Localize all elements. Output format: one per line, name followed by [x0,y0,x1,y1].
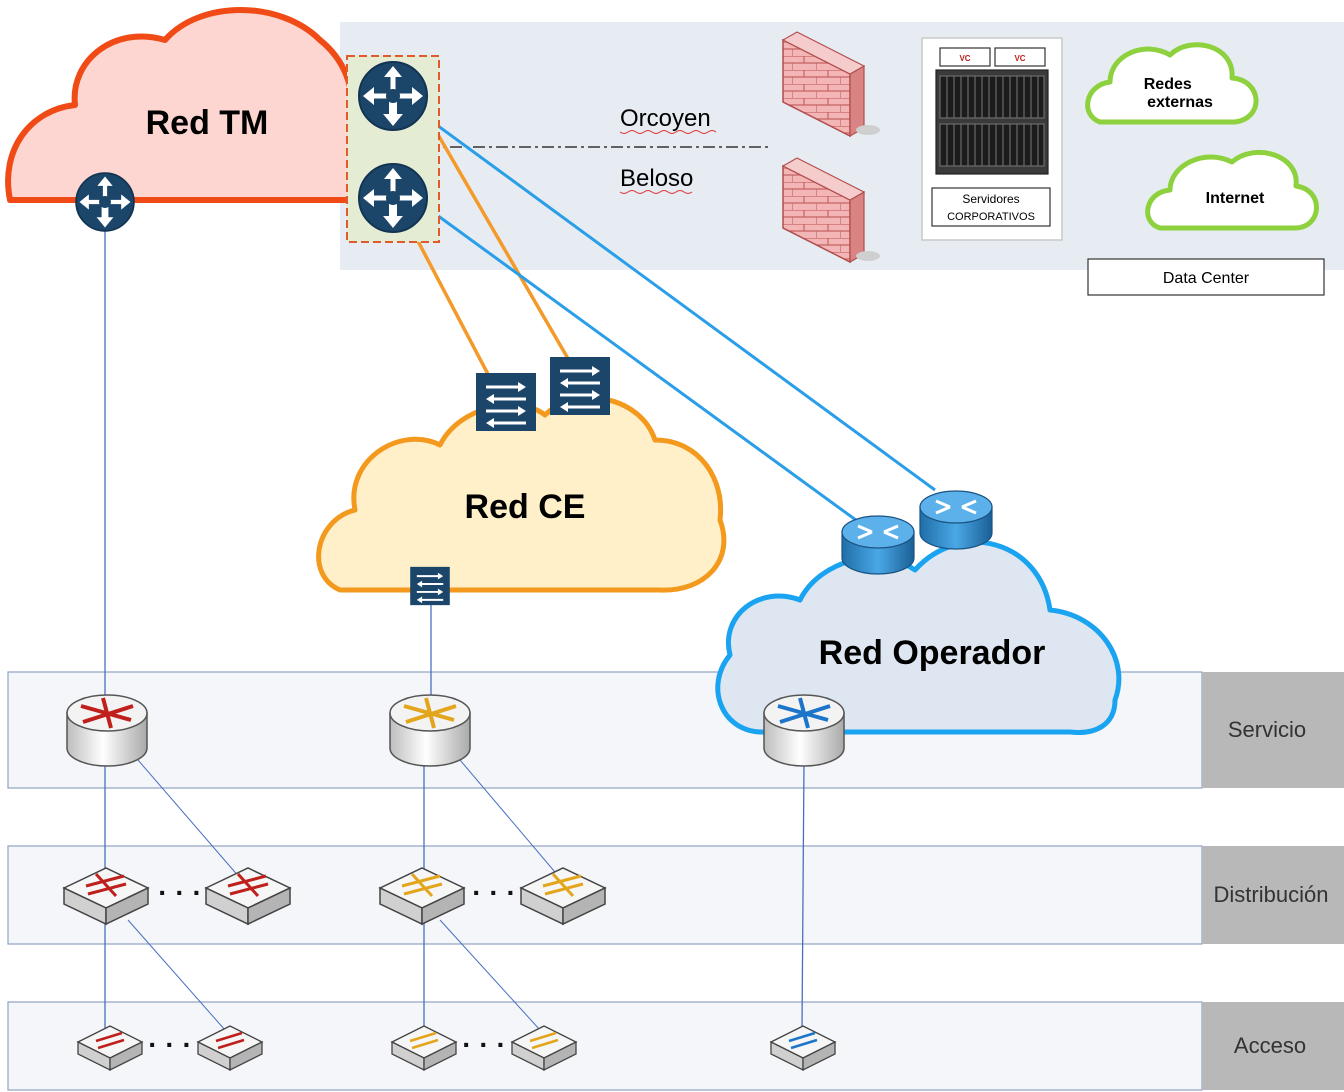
layer-label-servicio: Servicio [1228,717,1306,742]
cloud-red-tm [5,7,355,203]
access-switch-blue-icon[interactable] [770,1025,836,1071]
servers-label-line1: Servidores [962,192,1019,206]
link-yellow-d1 [459,759,561,879]
site-orcoyen: Orcoyen [620,105,711,132]
service-router-blue-icon[interactable] [763,694,845,767]
access-ellipsis-yellow: · · · [462,1029,506,1060]
cloud-label-redes-externas: Redes externas [1144,76,1213,111]
layer-label-distribucion: Distribución [1214,882,1329,907]
tm-edge-router-icon[interactable] [76,173,134,231]
beloso-underline [619,190,693,194]
service-router-yellow-icon[interactable] [389,694,471,767]
site-beloso: Beloso [620,165,693,192]
firewall-bottom [781,157,880,264]
operador-router-2-icon[interactable] [918,489,994,551]
firewall-top [781,31,880,138]
access-switch-yellow-2-icon[interactable] [511,1025,577,1071]
cloud-label-red-ce: Red CE [465,488,586,526]
dist-ellipsis-yellow: · · · [472,877,516,908]
data-center-label: Data Center [1163,270,1250,287]
dist-switch-yellow-2-icon[interactable] [520,867,606,925]
access-ellipsis-red: · · · [148,1029,192,1060]
data-center-label-box [1087,258,1325,296]
ce-edge-switch-icon[interactable] [409,565,451,607]
link-blue-1 [429,118,936,492]
link-blue-2 [429,208,861,525]
vc-label-1: VC [959,54,970,63]
layer-label-acceso: Acceso [1234,1033,1306,1058]
operador-router-1-icon[interactable] [840,514,916,576]
cloud-label-red-tm: Red TM [146,104,269,142]
cloud-red-operador [715,539,1122,736]
dist-switch-red-1-icon[interactable] [63,867,149,925]
vc-label-2: VC [1014,54,1025,63]
dist-switch-red-2-icon[interactable] [205,867,291,925]
dist-ellipsis-red: · · · [158,877,202,908]
link-operador-access [801,759,805,1031]
link-orange-1 [424,113,572,363]
link-orange-2 [408,225,492,379]
core-router-beloso-icon[interactable] [359,164,427,232]
access-switch-red-2-icon[interactable] [197,1025,263,1071]
access-switch-red-1-icon[interactable] [77,1025,143,1071]
link-red-d1 [137,759,241,879]
core-router-orcoyen-icon[interactable] [359,62,427,130]
cloud-internet [1145,150,1319,231]
servers-label-line2: CORPORATIVOS [947,211,1035,223]
ce-switch-2-icon[interactable] [548,355,612,417]
dist-switch-yellow-1-icon[interactable] [379,867,465,925]
link-red-d2 [127,919,226,1031]
access-switch-yellow-1-icon[interactable] [391,1025,457,1071]
redes-externas-text: Redes [1144,76,1192,93]
redes-externas-text-line2: externas [1147,94,1213,111]
ce-switch-1-icon[interactable] [474,371,538,433]
link-yellow-d2 [439,919,541,1031]
servers-corporativos: VC VC Servidores CORPORATIVOS [921,37,1063,241]
service-router-red-icon[interactable] [66,694,148,767]
cloud-red-ce [316,395,727,593]
layer-servicio: Servicio [7,671,1344,789]
cloud-label-red-operador: Red Operador [819,634,1046,672]
cloud-label-internet: Internet [1206,190,1265,207]
orcoyen-underline [619,130,717,134]
cloud-redes-externas [1085,42,1259,125]
